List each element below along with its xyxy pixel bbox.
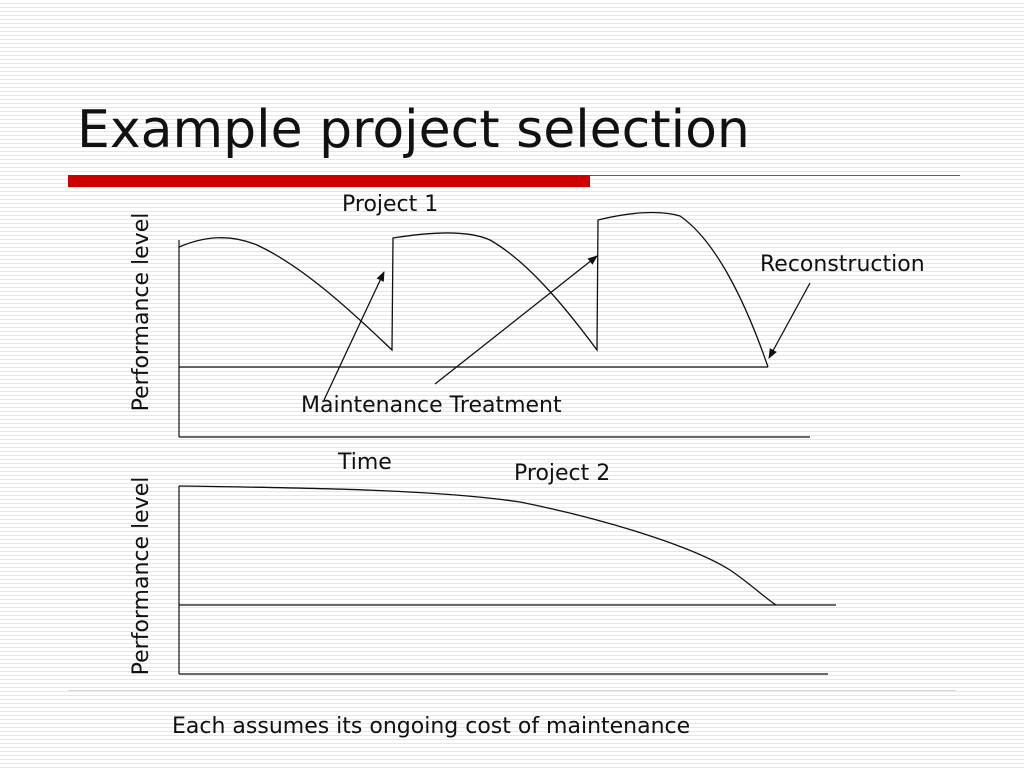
title-accent-bar [68, 175, 590, 187]
reconstruction-arrow [768, 282, 811, 359]
project1-title: Project 1 [342, 192, 439, 217]
project2-performance-curve [178, 485, 777, 606]
footer-divider-line [68, 690, 956, 691]
slide-footnote: Each assumes its ongoing cost of mainten… [172, 714, 691, 739]
reconstruction-label: Reconstruction [760, 252, 925, 277]
project1-performance-curve [178, 211, 769, 368]
title-divider-line [590, 175, 960, 176]
project2-y-axis-label: Performance level [129, 476, 154, 676]
maintenance-treatment-label: Maintenance Treatment [301, 393, 562, 418]
time-axis-label: Time [338, 450, 392, 475]
maintenance-arrow-1 [323, 271, 385, 401]
maintenance-arrow-2 [434, 255, 598, 385]
project2-title: Project 2 [514, 461, 611, 486]
project1-y-axis-label: Performance level [129, 212, 154, 412]
slide-title: Example project selection [77, 100, 750, 160]
